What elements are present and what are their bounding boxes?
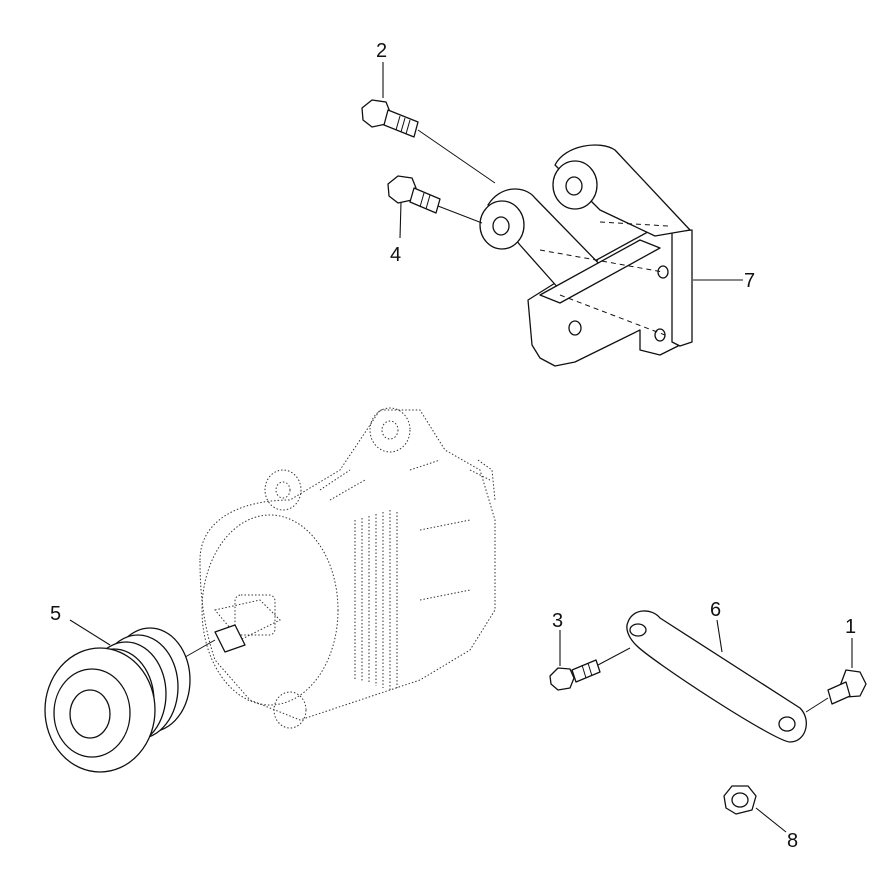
bolt-part-1 [805, 669, 867, 713]
callout-2: 2 [376, 40, 387, 62]
nut-part-8 [723, 785, 757, 815]
callout-7: 7 [744, 270, 755, 292]
pulley [44, 624, 246, 773]
adjusting-link [626, 610, 807, 743]
callout-5: 5 [50, 603, 61, 625]
alternator-mounting-bracket [479, 144, 693, 367]
bolt-part-2 [361, 99, 496, 184]
callout-1: 1 [845, 616, 856, 638]
callout-6: 6 [710, 599, 721, 621]
bolt-part-3 [549, 647, 631, 691]
bolt-part-4 [387, 175, 483, 224]
callout-4: 4 [390, 244, 401, 266]
callout-8: 8 [787, 830, 798, 852]
alternator [199, 407, 496, 729]
callout-3: 3 [552, 610, 563, 632]
leader-lines [69, 62, 853, 833]
